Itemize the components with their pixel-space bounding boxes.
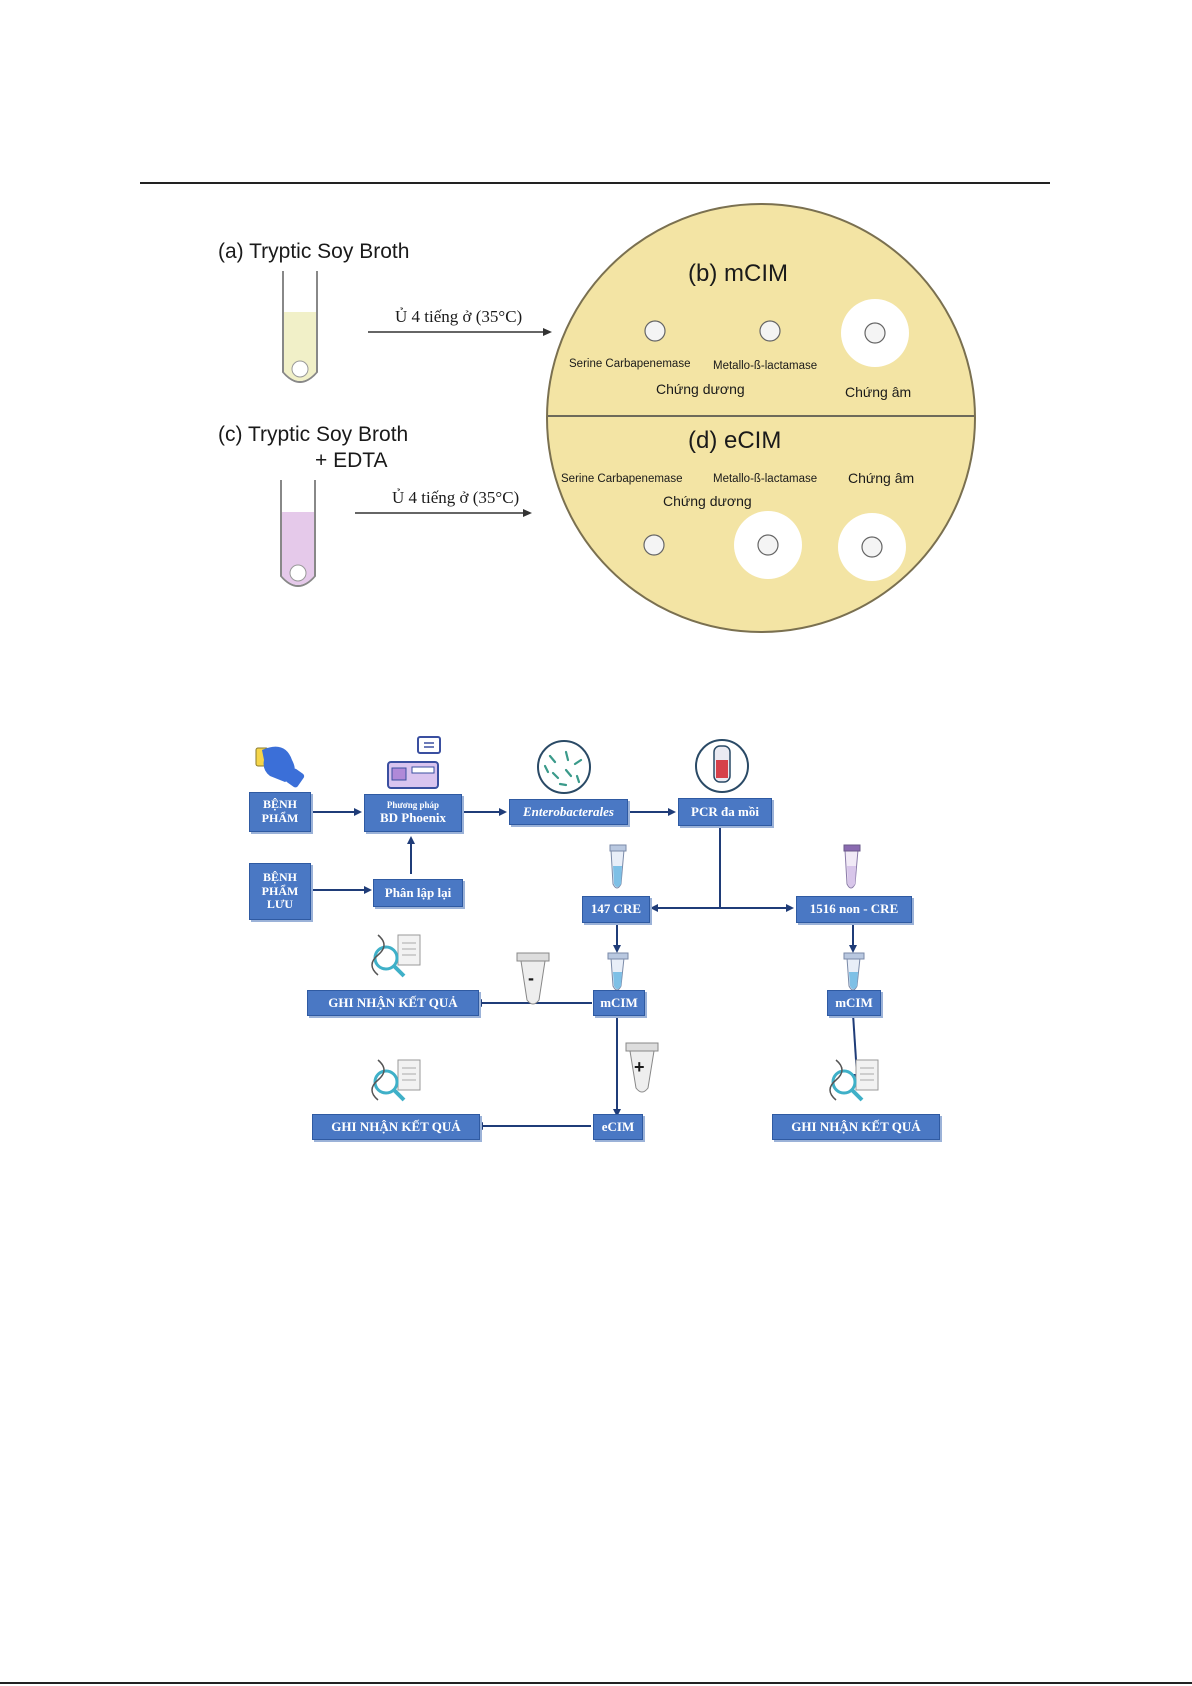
panel-a-label: (a) Tryptic Soy Broth [218, 240, 409, 263]
ecim-serine-label: Serine Carbapenemase [561, 473, 682, 485]
eppendorf-tube-icon [843, 844, 861, 889]
sample-tube-icon [695, 739, 749, 793]
result-1-label: GHI NHẬN KẾT QUẢ [328, 994, 458, 1010]
flow-connectors [311, 811, 858, 1127]
result-3-label: GHI NHẬN KẾT QUẢ [791, 1118, 921, 1134]
dna-report-icon [829, 1059, 879, 1102]
box-result-1: GHI NHẬN KẾT QUẢ [307, 990, 479, 1016]
gloved-hand-icon [255, 746, 305, 788]
benh-pham-luu-line3: LƯU [266, 897, 294, 912]
disk-negative-mcim [864, 322, 886, 344]
disk-serine-mcim [644, 320, 666, 342]
result-2-label: GHI NHẬN KẾT QUẢ [331, 1118, 461, 1134]
box-phan-lap-lai: Phân lập lại [373, 879, 463, 907]
phan-lap-lai-label: Phân lập lại [384, 884, 452, 900]
box-mcim-left: mCIM [593, 990, 645, 1016]
box-cre: 147 CRE [582, 896, 650, 923]
box-result-3: GHI NHẬN KẾT QUẢ [772, 1114, 940, 1140]
plus-sign: + [634, 1057, 645, 1077]
mcim-positive-label: Chứng dương [656, 381, 745, 397]
box-pcr: PCR đa mồi [678, 798, 772, 826]
arrow-top-label: Ủ 4 tiếng ở (35°C) [395, 307, 522, 326]
box-benh-pham-luu: BỆNH PHẨM LƯU [249, 863, 311, 920]
negative-tube-icon: - [516, 952, 550, 1005]
non-cre-label: 1516 non - CRE [809, 901, 899, 917]
arrow-top-head [543, 328, 552, 336]
panel-c-label-edta: + EDTA [315, 449, 388, 472]
box-ecim: eCIM [593, 1114, 643, 1140]
panel-d-title: (d) eCIM [688, 427, 781, 454]
box-bd-phoenix: Phương pháp BD Phoenix [364, 794, 462, 832]
box-mcim-right: mCIM [827, 990, 881, 1016]
box-benh-pham: BỆNH PHẨM [249, 792, 311, 832]
panel-b-title: (b) mCIM [688, 260, 788, 287]
benh-pham-line1: BỆNH [262, 797, 297, 812]
bacteria-petri-icon [537, 740, 591, 794]
dna-report-icon [371, 934, 421, 978]
top-rule [140, 182, 1050, 184]
box-enterobacterales: Enterobacterales [509, 799, 628, 825]
disk-icon [289, 564, 307, 582]
mcim-negative-label: Chứng âm [845, 384, 911, 400]
box-result-2: GHI NHẬN KẾT QUẢ [312, 1114, 480, 1140]
mcim-right-label: mCIM [835, 994, 873, 1010]
ecim-negative-label: Chứng âm [848, 470, 914, 486]
tube-c-liquid [282, 512, 314, 585]
enterobacterales-label: Enterobacterales [523, 803, 614, 819]
disk-metallo-ecim [757, 534, 779, 556]
phuong-phap-label: Phương pháp [386, 800, 440, 811]
ecim-metallo-label: Metallo-ß-lactamase [713, 473, 817, 485]
arrow-bottom-head [523, 509, 532, 517]
minus-sign: - [528, 968, 534, 988]
bottom-rule [0, 1682, 1192, 1684]
disk-icon [291, 360, 309, 378]
benh-pham-line2: PHẨM [261, 811, 299, 825]
pcr-label: PCR đa mồi [691, 803, 759, 819]
tube-a-liquid [284, 312, 316, 381]
box-non-cre: 1516 non - CRE [796, 896, 912, 923]
ecim-positive-label: Chứng dương [663, 493, 752, 509]
analyzer-icon [387, 736, 441, 789]
tube-a [282, 271, 318, 383]
eppendorf-tube-icon [607, 952, 629, 991]
cre-label: 147 CRE [590, 901, 642, 917]
positive-tube-icon: + [625, 1042, 659, 1093]
flow-arrowheads [354, 808, 861, 1130]
disk-metallo-mcim [759, 320, 781, 342]
bd-phoenix-label: BD Phoenix [379, 809, 447, 825]
panel-c-label: (c) Tryptic Soy Broth [218, 423, 408, 446]
ecim-label: eCIM [601, 1118, 635, 1134]
mcim-serine-label: Serine Carbapenemase [569, 358, 690, 370]
mcim-left-label: mCIM [600, 994, 638, 1010]
disk-negative-ecim [861, 536, 883, 558]
dna-report-icon [371, 1059, 421, 1102]
benh-pham-luu-line2: PHẨM [261, 883, 299, 898]
mcim-metallo-label: Metallo-ß-lactamase [713, 360, 817, 372]
eppendorf-tube-icon [843, 952, 865, 991]
tube-c [280, 480, 316, 587]
benh-pham-luu-line1: BỆNH [262, 869, 297, 884]
arrow-bottom-label: Ủ 4 tiếng ở (35°C) [392, 488, 519, 507]
eppendorf-tube-icon [609, 844, 627, 889]
disk-serine-ecim [643, 534, 665, 556]
